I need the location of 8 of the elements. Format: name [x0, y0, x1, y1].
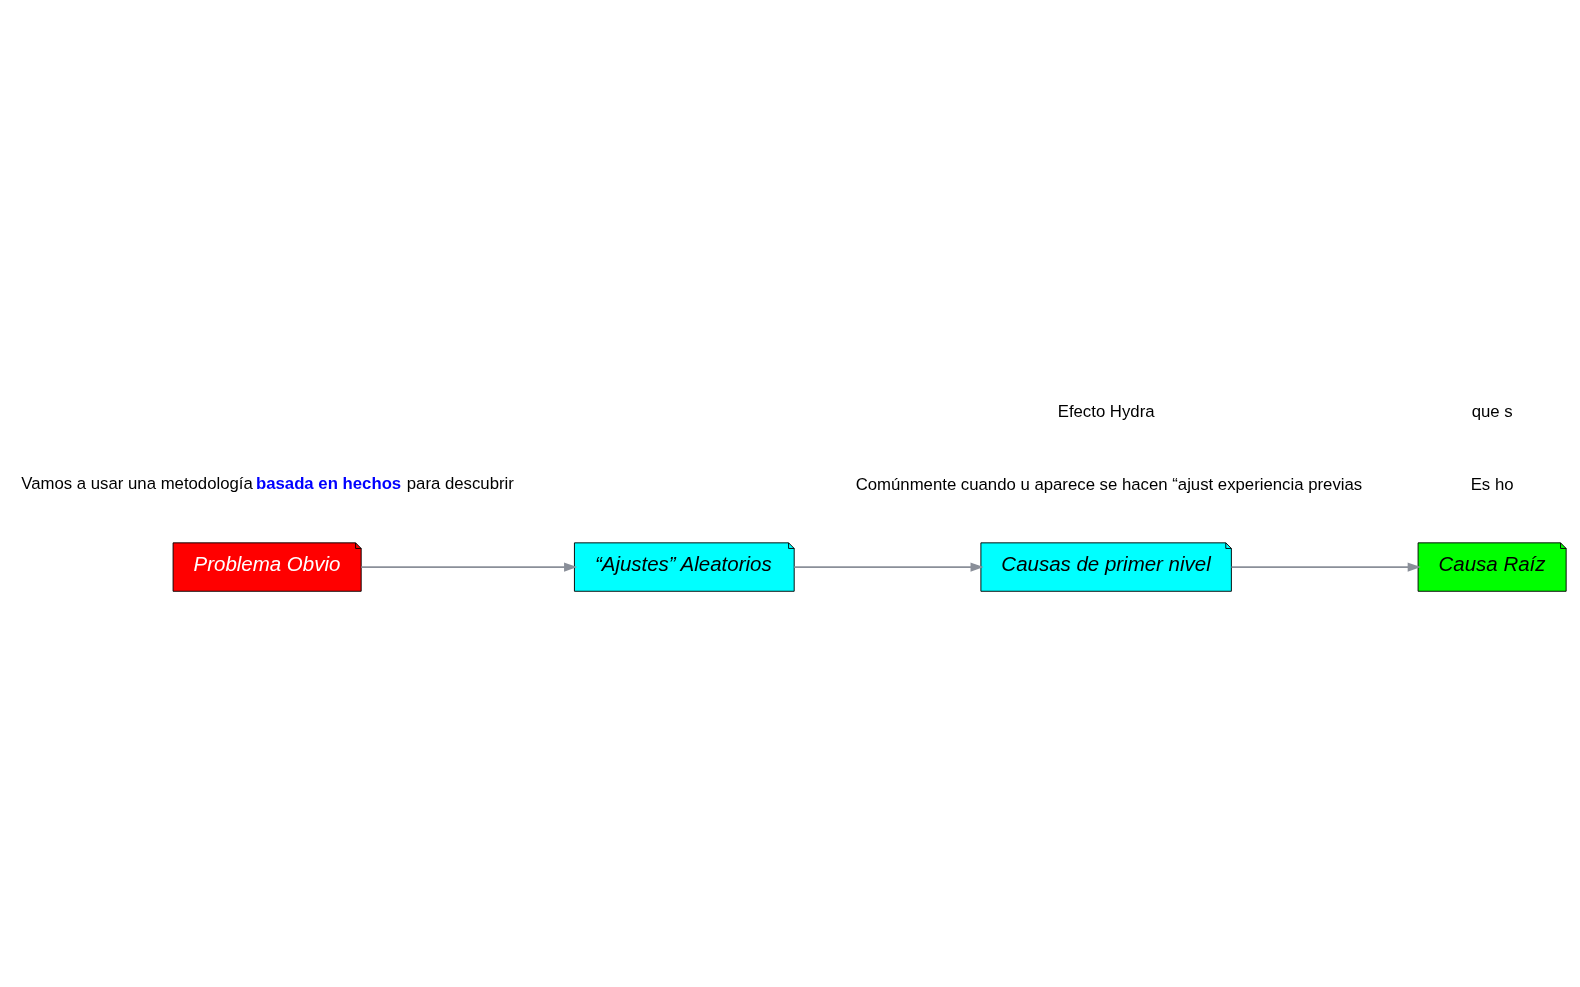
label: Comúnmente cuando u aparece se hacen “ajust experiencia previas — [855, 475, 1363, 495]
arrow — [1230, 562, 1421, 572]
label: que s — [1471, 401, 1513, 421]
label: Efecto Hydra — [1057, 401, 1155, 421]
label: Es ho — [1470, 475, 1514, 495]
arrow — [793, 562, 984, 572]
arrow — [360, 562, 578, 572]
label: Vamos a usar una metodología basada en hechos para descubrir — [21, 474, 514, 494]
